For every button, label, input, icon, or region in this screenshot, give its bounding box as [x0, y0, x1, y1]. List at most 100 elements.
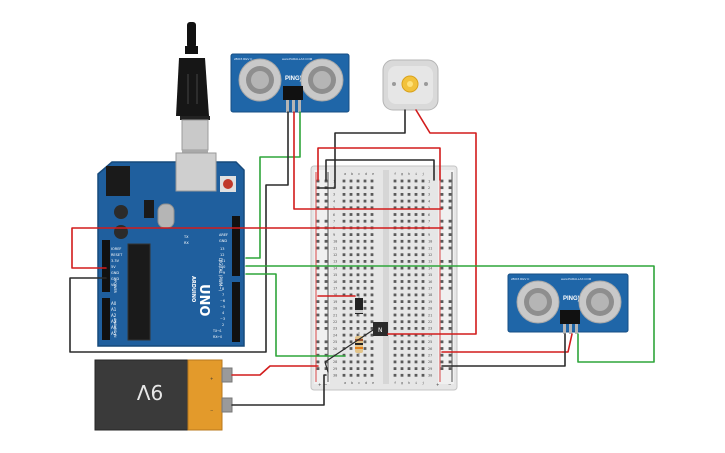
- breadboard-hole[interactable]: [349, 253, 353, 257]
- breadboard-hole[interactable]: [414, 373, 418, 377]
- breadboard-hole[interactable]: [407, 213, 411, 216]
- breadboard-hole[interactable]: [414, 286, 418, 290]
- breadboard-hole[interactable]: [349, 313, 353, 317]
- breadboard-hole[interactable]: [342, 286, 346, 290]
- rail-hole[interactable]: [440, 193, 444, 196]
- rail-hole[interactable]: [324, 340, 328, 344]
- breadboard-hole[interactable]: [342, 353, 346, 357]
- breadboard-hole[interactable]: [356, 266, 360, 270]
- transistor[interactable]: N: [373, 322, 388, 336]
- ultrasonic-sensor-right[interactable]: 28015 REV C www.PARALLAX.COM PING))): [507, 273, 629, 334]
- breadboard-hole[interactable]: [342, 360, 346, 364]
- breadboard-hole[interactable]: [414, 260, 418, 263]
- rail-hole[interactable]: [316, 266, 320, 270]
- breadboard-hole[interactable]: [363, 300, 367, 303]
- ultrasonic-sensor-top[interactable]: 28015 REV C www.PARALLAX.COM PING))): [230, 53, 350, 113]
- breadboard-hole[interactable]: [400, 347, 404, 350]
- breadboard-hole[interactable]: [349, 293, 353, 297]
- breadboard-hole[interactable]: [414, 193, 418, 196]
- breadboard-hole[interactable]: [356, 280, 360, 283]
- rail-hole[interactable]: [316, 353, 320, 357]
- breadboard-hole[interactable]: [414, 273, 418, 277]
- breadboard-hole[interactable]: [407, 367, 411, 370]
- breadboard-hole[interactable]: [393, 199, 397, 203]
- rail-hole[interactable]: [324, 353, 328, 357]
- breadboard-hole[interactable]: [363, 206, 367, 210]
- breadboard-hole[interactable]: [393, 253, 397, 257]
- breadboard-hole[interactable]: [414, 213, 418, 216]
- breadboard-hole[interactable]: [356, 233, 360, 236]
- breadboard-hole[interactable]: [363, 373, 367, 377]
- breadboard-hole[interactable]: [342, 239, 346, 243]
- breadboard-hole[interactable]: [356, 313, 360, 317]
- breadboard-hole[interactable]: [349, 340, 353, 344]
- rail-hole[interactable]: [324, 266, 328, 270]
- breadboard-hole[interactable]: [363, 286, 367, 290]
- breadboard-hole[interactable]: [393, 280, 397, 283]
- breadboard-hole[interactable]: [400, 179, 404, 183]
- breadboard-hole[interactable]: [421, 327, 425, 330]
- breadboard-hole[interactable]: [363, 239, 367, 243]
- breadboard-hole[interactable]: [356, 320, 360, 324]
- breadboard-hole[interactable]: [349, 347, 353, 350]
- breadboard-hole[interactable]: [421, 186, 425, 190]
- rail-hole[interactable]: [448, 239, 452, 243]
- breadboard-hole[interactable]: [393, 213, 397, 216]
- breadboard-hole[interactable]: [349, 300, 353, 303]
- breadboard-hole[interactable]: [393, 360, 397, 364]
- breadboard-hole[interactable]: [400, 353, 404, 357]
- breadboard-hole[interactable]: [421, 199, 425, 203]
- breadboard-hole[interactable]: [421, 300, 425, 303]
- breadboard-hole[interactable]: [363, 186, 367, 190]
- breadboard-hole[interactable]: [349, 373, 353, 377]
- breadboard-hole[interactable]: [400, 313, 404, 317]
- breadboard-hole[interactable]: [370, 253, 374, 257]
- breadboard-hole[interactable]: [393, 239, 397, 243]
- breadboard-hole[interactable]: [370, 340, 374, 344]
- breadboard-hole[interactable]: [342, 327, 346, 330]
- breadboard-hole[interactable]: [393, 353, 397, 357]
- breadboard-hole[interactable]: [349, 179, 353, 183]
- breadboard-hole[interactable]: [414, 246, 418, 250]
- breadboard-hole[interactable]: [400, 266, 404, 270]
- breadboard-hole[interactable]: [356, 213, 360, 216]
- breadboard-hole[interactable]: [393, 193, 397, 196]
- rail-hole[interactable]: [448, 233, 452, 236]
- breadboard-hole[interactable]: [414, 199, 418, 203]
- breadboard-hole[interactable]: [421, 373, 425, 377]
- rail-hole[interactable]: [316, 286, 320, 290]
- breadboard-hole[interactable]: [407, 340, 411, 344]
- breadboard-hole[interactable]: [400, 280, 404, 283]
- breadboard-hole[interactable]: [421, 280, 425, 283]
- breadboard-hole[interactable]: [407, 327, 411, 330]
- breadboard-hole[interactable]: [349, 199, 353, 203]
- breadboard-hole[interactable]: [393, 233, 397, 236]
- rail-hole[interactable]: [448, 306, 452, 310]
- breadboard-hole[interactable]: [356, 286, 360, 290]
- breadboard-hole[interactable]: [407, 239, 411, 243]
- rail-hole[interactable]: [440, 347, 444, 350]
- rail-hole[interactable]: [448, 179, 452, 183]
- breadboard-hole[interactable]: [407, 253, 411, 257]
- breadboard-hole[interactable]: [349, 206, 353, 210]
- breadboard-hole[interactable]: [349, 286, 353, 290]
- rail-hole[interactable]: [316, 199, 320, 203]
- breadboard-hole[interactable]: [370, 373, 374, 377]
- breadboard-hole[interactable]: [363, 193, 367, 196]
- breadboard-hole[interactable]: [407, 333, 411, 337]
- breadboard-hole[interactable]: [407, 260, 411, 263]
- breadboard-hole[interactable]: [400, 219, 404, 223]
- breadboard-hole[interactable]: [393, 266, 397, 270]
- rail-hole[interactable]: [440, 219, 444, 223]
- breadboard-hole[interactable]: [414, 327, 418, 330]
- breadboard-hole[interactable]: [400, 367, 404, 370]
- breadboard-hole[interactable]: [400, 306, 404, 310]
- rail-hole[interactable]: [316, 193, 320, 196]
- breadboard-hole[interactable]: [370, 320, 374, 324]
- breadboard-hole[interactable]: [370, 353, 374, 357]
- rail-hole[interactable]: [448, 246, 452, 250]
- breadboard-hole[interactable]: [407, 353, 411, 357]
- rail-hole[interactable]: [440, 306, 444, 310]
- breadboard-hole[interactable]: [363, 360, 367, 364]
- rail-hole[interactable]: [316, 347, 320, 350]
